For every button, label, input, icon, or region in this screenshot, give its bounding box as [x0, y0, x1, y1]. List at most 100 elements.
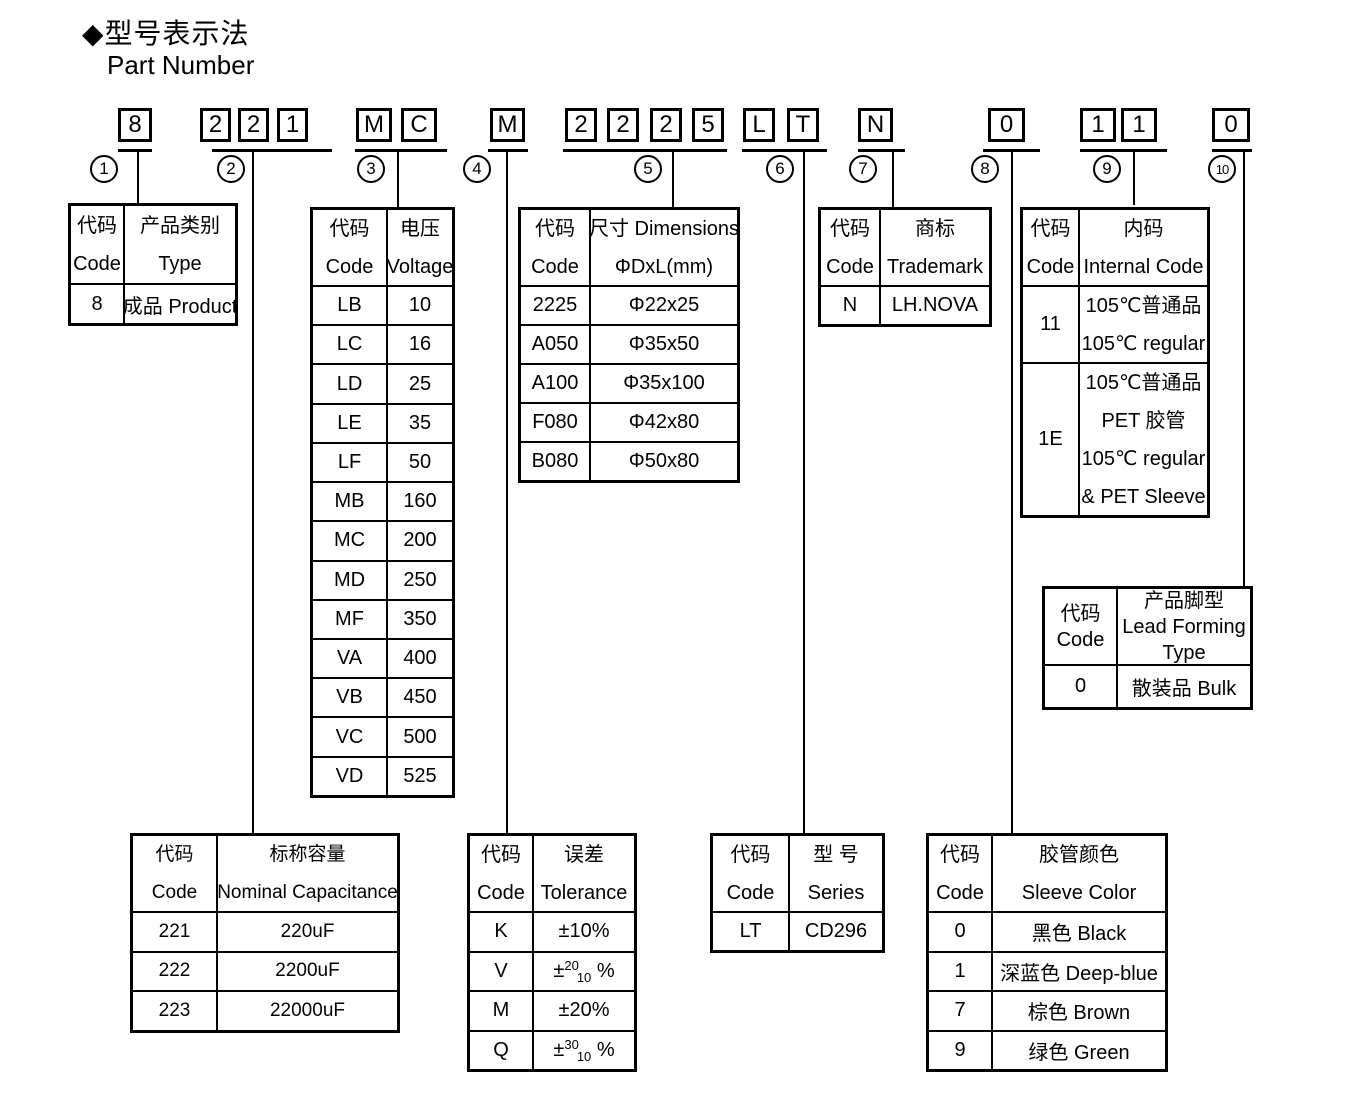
data-cell: 8 [71, 285, 123, 323]
header-line: Code [1026, 255, 1075, 278]
connector-line [803, 151, 805, 833]
data-cell: 散装品 Bulk [1116, 666, 1250, 707]
part-code-box: C [401, 108, 437, 142]
cell-line: 223 [158, 999, 191, 1021]
cell-line: VD [335, 764, 364, 787]
data-cell: Φ35x100 [589, 365, 737, 402]
cell-line: LE [337, 411, 362, 434]
cell-line: 16 [408, 333, 432, 356]
data-cell: Φ50x80 [589, 443, 737, 480]
segment-number-circle: 2 [217, 155, 245, 183]
cell-line: A050 [531, 333, 579, 355]
part-code-box: M [356, 108, 392, 142]
connector-line [506, 151, 508, 833]
header-line: Type [158, 252, 202, 275]
data-cell: 222 [133, 953, 216, 991]
cell-line: MC [333, 529, 366, 552]
data-cell: 400 [386, 639, 452, 678]
cell-line: 9 [954, 1038, 966, 1061]
segment-number-circle: 4 [463, 155, 491, 183]
header-line: 代码 [1060, 602, 1101, 625]
cell-line: MD [333, 568, 366, 591]
segment-underline [1212, 149, 1252, 152]
cell-line: 11 [1040, 313, 1061, 335]
cell-line: 2225 [532, 294, 578, 316]
connector-line [1243, 151, 1245, 586]
connector-line [892, 151, 894, 207]
segment-number-circle: 5 [634, 155, 662, 183]
segment-number-circle: 1 [90, 155, 118, 183]
connector-line [1133, 151, 1135, 205]
connector-line [397, 151, 399, 207]
data-cell: 220uF [216, 913, 397, 951]
header-line: 代码 [730, 843, 771, 866]
data-cell: 成品 Product [123, 285, 235, 323]
data-cell: 深蓝色 Deep-blue [991, 952, 1165, 990]
cell-line: LH.NOVA [891, 294, 979, 316]
header-line: Type [1162, 641, 1206, 664]
header-line: Code [531, 255, 579, 278]
cell-line: 8 [91, 292, 103, 315]
part-code-box: 1 [1121, 108, 1157, 142]
connector-line [1011, 151, 1013, 833]
cell-line: 250 [403, 568, 437, 591]
part-code-box: 5 [692, 108, 724, 142]
cell-line: N [842, 294, 858, 316]
data-cell: 0 [1045, 666, 1116, 707]
cell-line: LT [739, 920, 762, 942]
header-line: Nominal Capacitance [217, 881, 397, 903]
tolerance-superscript: 30 [564, 1036, 579, 1052]
cell-line: Φ35x100 [623, 372, 705, 394]
data-cell: 2225 [521, 287, 589, 324]
tolerance-subscript: 10 [576, 969, 592, 985]
header-line: Lead Forming [1122, 615, 1246, 638]
data-cell: 绿色 Green [991, 1031, 1165, 1069]
header-line: 型 号 [813, 843, 859, 866]
header-line: 代码 [535, 217, 575, 240]
data-cell: LD [313, 365, 386, 402]
header-line: Code [325, 255, 374, 278]
cell-line: 绿色 Green [1028, 1041, 1130, 1064]
data-cell: 1 [929, 953, 991, 991]
cell-line: 成品 Product [123, 295, 235, 318]
table-row: 8 成品 Product [71, 283, 235, 323]
data-cell: V [470, 953, 532, 991]
tolerance-subscript: 10 [576, 1048, 592, 1064]
cell-line: 105℃普通品 [1085, 294, 1202, 317]
part-code-box: 2 [200, 108, 231, 142]
table-row: M±20% [470, 990, 634, 1030]
segment-number-circle: 3 [357, 155, 385, 183]
table-row: 9 绿色 Green [929, 1029, 1165, 1069]
segment-number-circle: 7 [849, 155, 877, 183]
data-cell: B080 [521, 443, 589, 480]
header-line: 胶管颜色 [1039, 843, 1119, 866]
data-cell: 223 [133, 992, 216, 1030]
header-line: 代码 [1030, 217, 1071, 240]
segment-underline [488, 149, 528, 152]
header-line: 代码 [830, 217, 870, 240]
header-cell: 代码 Code [1023, 210, 1078, 285]
header-line: 尺寸 Dimensions [589, 217, 737, 240]
data-cell: F080 [521, 404, 589, 441]
cell-line: 散装品 Bulk [1131, 678, 1237, 700]
part-code-box: 0 [988, 108, 1025, 142]
data-cell: 10 [386, 287, 452, 325]
